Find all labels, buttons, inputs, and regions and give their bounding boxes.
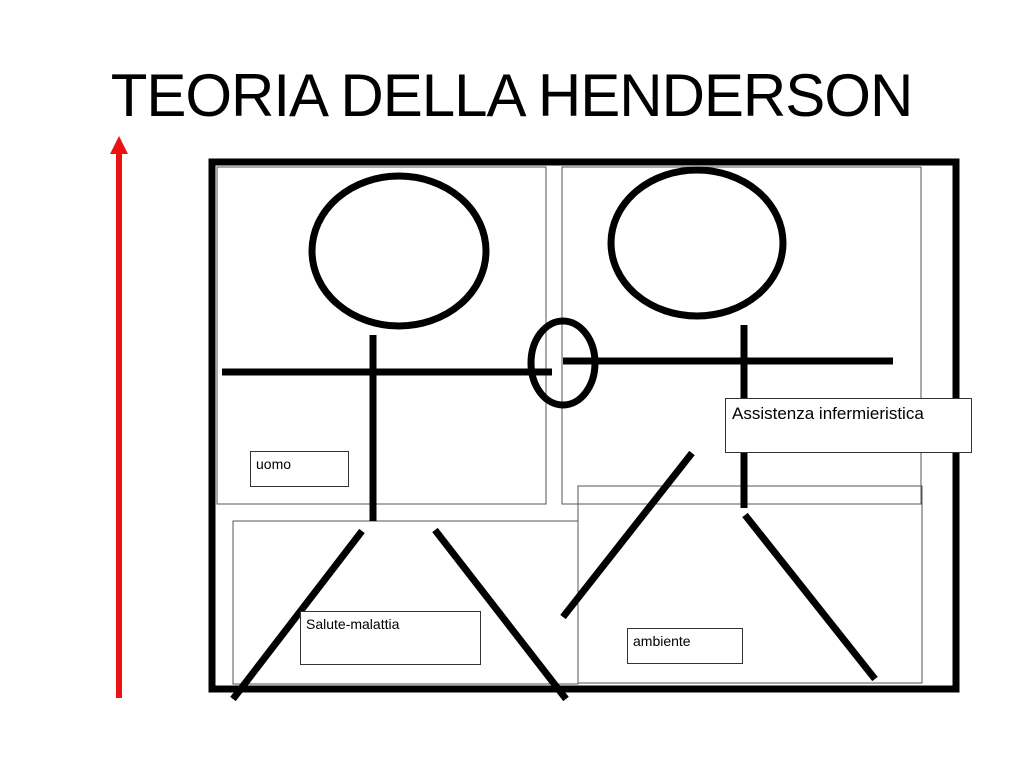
label-uomo: uomo [250,451,349,487]
label-salute-malattia: Salute-malattia [300,611,481,665]
frame-ambiente [577,485,923,684]
left-figure-head [308,172,490,330]
right-figure-right-leg [742,512,878,682]
red-arrow-head [110,136,128,154]
slide-title: TEORIA DELLA HENDERSON [110,62,914,129]
left-figure-right-leg [432,527,569,702]
right-figure-head [607,166,787,320]
left-figure-left-leg [230,528,365,702]
label-ambiente: ambiente [627,628,743,664]
label-assistenza-infermieristica: Assistenza infermieristica [725,398,972,453]
right-figure-left-leg [560,450,695,620]
frame-uomo [216,166,547,505]
